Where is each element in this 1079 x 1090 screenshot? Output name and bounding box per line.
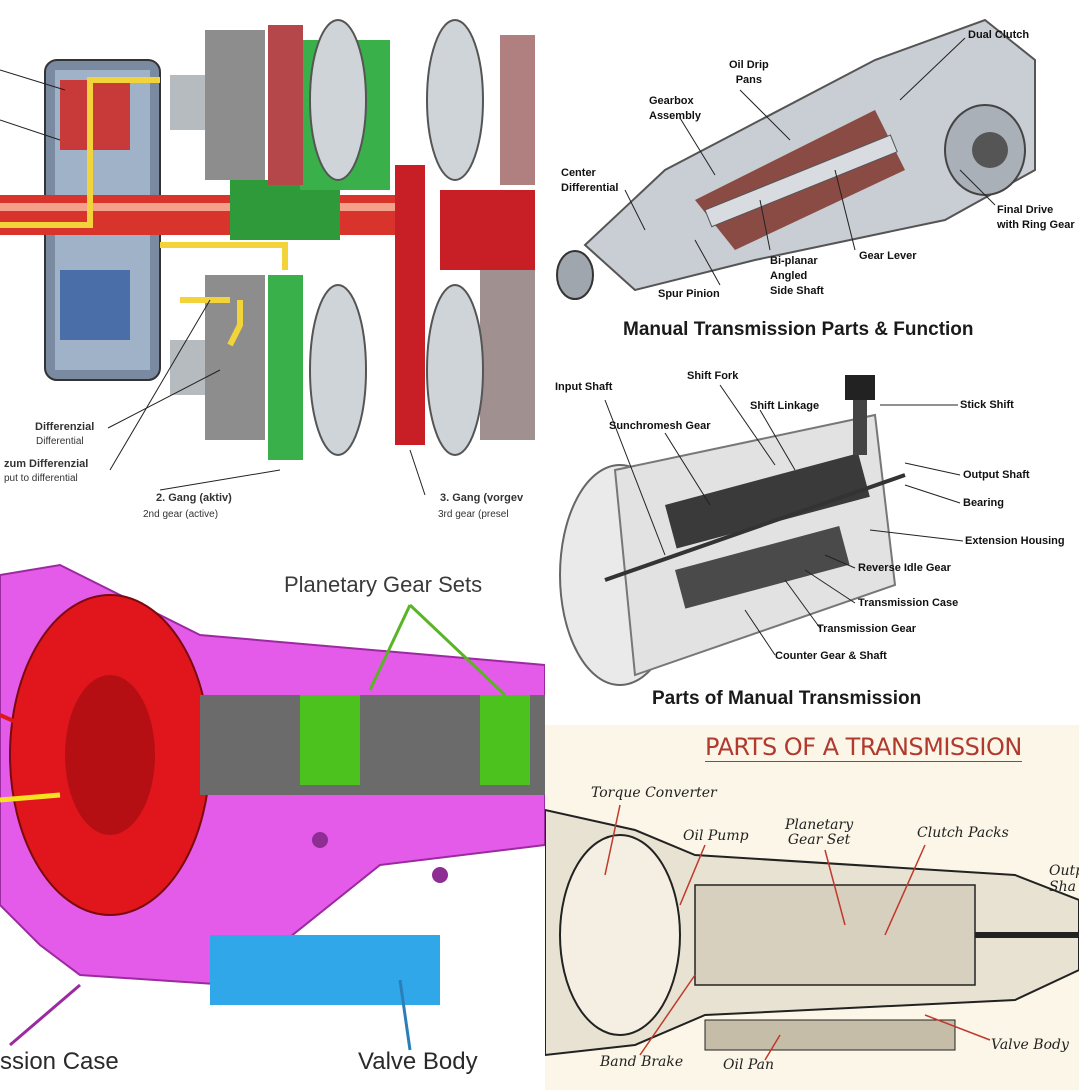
label-transmission-case: Transmission Case [858, 597, 959, 609]
label-valve-body: Valve Body [358, 1048, 478, 1075]
panel-parts-manual-transmission: Input Shaft Shift Fork Shift Linkage Sti… [545, 355, 1079, 725]
label-output-shaft: Output Shaft [963, 469, 1030, 481]
label-differential: Differential [36, 436, 84, 447]
label-center-differential: Center Differential [561, 167, 619, 194]
label-valve-body: Valve Body [991, 1037, 1069, 1053]
label-oil-pump: Oil Pump [683, 828, 749, 844]
label-2-gang-aktiv: 2. Gang (aktiv) [156, 492, 232, 504]
label-output-to-differential: put to differential [4, 473, 78, 484]
panel-manual-transmission-function: Dual Clutch Oil Drip Pans Gearbox Assemb… [545, 0, 1079, 355]
label-bearing: Bearing [963, 497, 1004, 509]
label-shift-fork: Shift Fork [687, 370, 739, 382]
panel-automatic-transmission-cutaway: Planetary Gear Sets ssion Case Valve Bod… [0, 545, 545, 1090]
title-parts-of-a-transmission: PARTS OF A TRANSMISSION [705, 733, 1022, 762]
caption-parts-manual-transmission: Parts of Manual Transmission [652, 688, 922, 709]
label-band-brake: Band Brake [600, 1054, 684, 1070]
automatic-transmission-illustration [0, 563, 545, 1051]
label-3-gang: 3. Gang (vorgev [440, 492, 524, 504]
transmission-sketch-illustration [545, 804, 1079, 1061]
label-zum-differenzial: zum Differenzial [4, 458, 89, 470]
label-torque-converter: Torque Converter [591, 785, 717, 801]
label-planetary-gear-set: Planetary Gear Set [785, 817, 854, 848]
label-input-shaft: Input Shaft [555, 381, 613, 393]
label-oil-drip-pans: Oil Drip Pans [729, 59, 769, 86]
caption-manual-transmission-function: Manual Transmission Parts & Function [623, 319, 974, 340]
label-3rd-gear: 3rd gear (presel [438, 509, 509, 520]
manual-transmission-illustration [559, 375, 964, 686]
label-bi-planar-side-shaft: Bi-planar Angled Side Shaft [770, 255, 824, 297]
label-output-shaft: Outp Sha [1049, 863, 1079, 895]
label-differenzial: Differenzial [35, 421, 95, 433]
label-extension-housing: Extension Housing [965, 535, 1065, 547]
label-shift-linkage: Shift Linkage [750, 400, 820, 412]
label-spur-pinion: Spur Pinion [658, 288, 720, 300]
label-stick-shift: Stick Shift [960, 399, 1014, 411]
label-planetary-gear-sets: Planetary Gear Sets [284, 572, 483, 597]
label-final-drive: Final Drive with Ring Gear [997, 204, 1075, 231]
label-reverse-idle-gear: Reverse Idle Gear [858, 562, 951, 574]
label-gear-lever: Gear Lever [859, 250, 917, 262]
label-transmission-case: ssion Case [0, 1048, 119, 1075]
gearbox-illustration [556, 18, 1036, 300]
label-counter-gear-shaft: Counter Gear & Shaft [775, 650, 887, 662]
label-synchromesh-gear: Sunchromesh Gear [609, 420, 711, 432]
panel-dual-clutch-cutaway: Differenzial Differential zum Differenzi… [0, 0, 545, 545]
dual-clutch-illustration [0, 19, 535, 496]
label-dual-clutch: Dual Clutch [968, 29, 1030, 41]
label-transmission-gear: Transmission Gear [817, 623, 917, 635]
label-2nd-gear-active: 2nd gear (active) [143, 509, 219, 520]
panel-parts-of-transmission: PARTS OF A TRANSMISSION Torque Converter… [545, 725, 1079, 1090]
label-clutch-packs: Clutch Packs [917, 825, 1009, 841]
label-oil-pan: Oil Pan [723, 1057, 775, 1073]
label-gearbox-assembly: Gearbox Assembly [649, 95, 701, 122]
